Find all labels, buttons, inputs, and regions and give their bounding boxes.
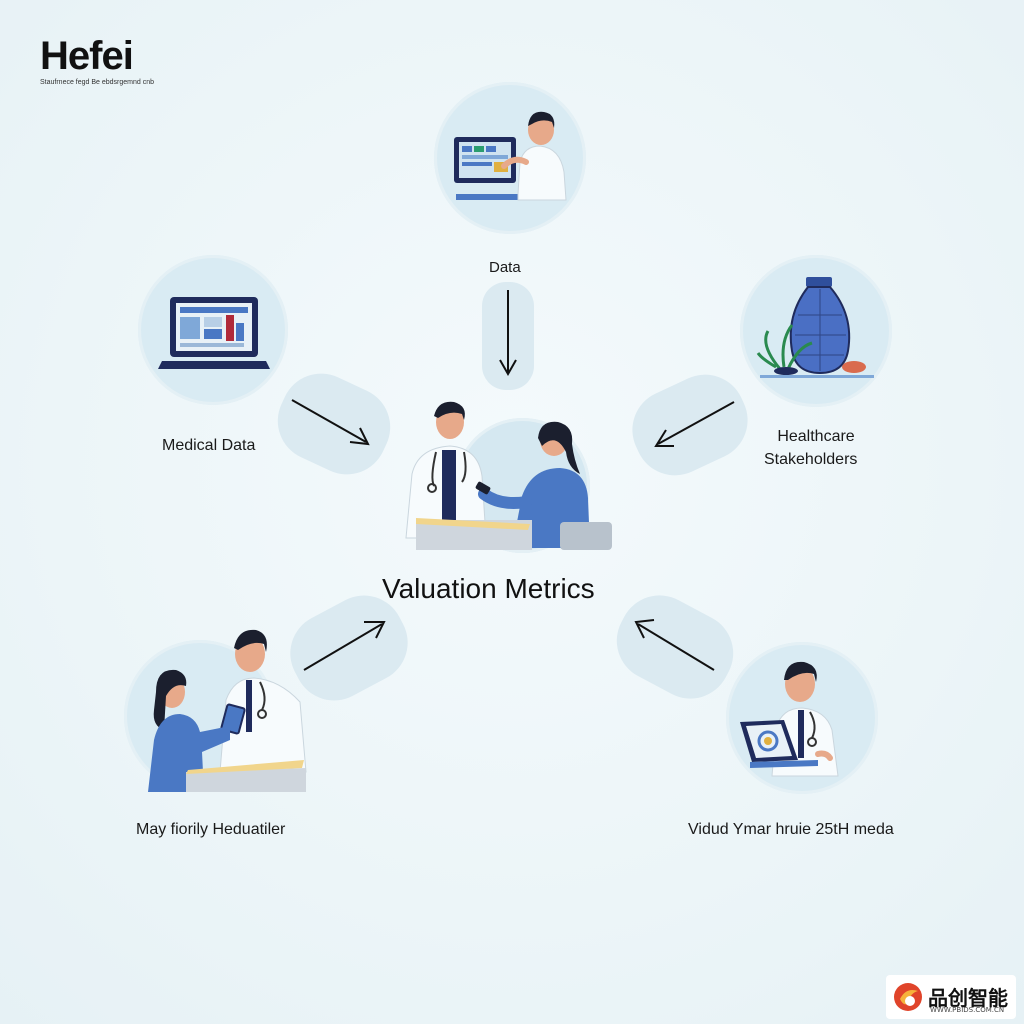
brand-subtitle: Staufrnece fegd Be ebdsrgemnd cnb (40, 79, 155, 86)
bottom-right-node-label: Vidud Ymar hruie 25tH meda (688, 821, 894, 838)
doctor-patient-tablet-icon (148, 629, 307, 792)
up-right-arrow-icon (303, 621, 386, 671)
up-left-arrow-icon (634, 619, 715, 671)
doctor-laptop-icon (740, 661, 839, 777)
doctor-consultation-icon (405, 401, 612, 550)
right-down-arrow-icon (291, 399, 370, 446)
left-node-label: Medical Data (162, 437, 256, 454)
watermark-text: 品创智能 (928, 986, 1008, 1010)
right-node-label-line2: Stakeholders (764, 451, 858, 468)
bottom-right-node-circle (726, 642, 878, 794)
down-arrow-icon (499, 290, 517, 377)
watermark-url: WWW.PBIDS.COM.CN (930, 1006, 1005, 1014)
vase-plant-icon (756, 277, 874, 378)
right-node-circle (740, 255, 892, 407)
laptop-dashboard-icon (158, 297, 270, 369)
brand-title: Hefei (40, 34, 134, 78)
center-title: Valuation Metrics (382, 573, 595, 604)
top-node-label: Data (489, 259, 521, 276)
person-at-computer-icon (454, 111, 567, 201)
right-node-label-line1: Healthcare (777, 428, 855, 445)
left-node-circle (138, 255, 288, 405)
bottom-left-node-label: May fiorily Heduatiler (136, 821, 286, 838)
watermark-logo-icon (894, 983, 922, 1011)
left-down-arrow-icon (654, 401, 735, 447)
top-node-circle (434, 82, 586, 234)
